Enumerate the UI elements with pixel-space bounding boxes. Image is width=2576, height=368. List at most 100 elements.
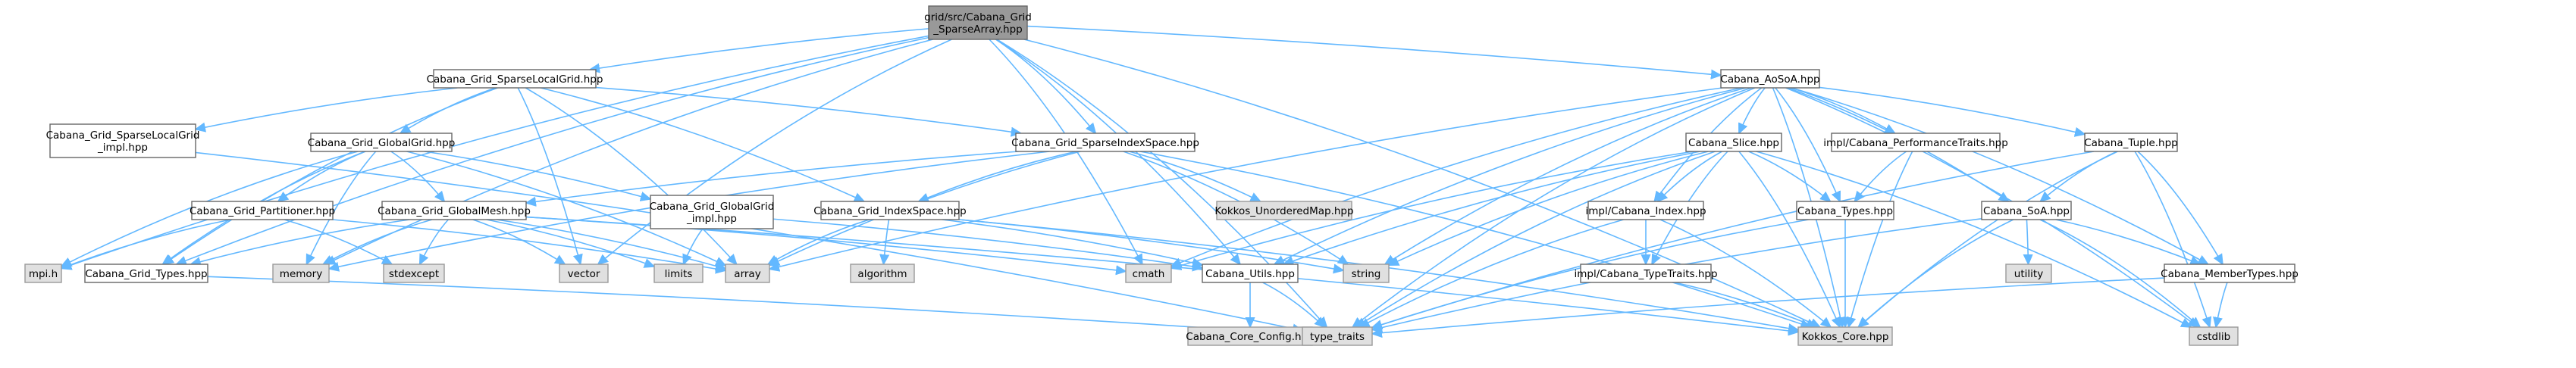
node-mpi: mpi.h — [24, 264, 62, 283]
edge-aosoa-to-cmath — [1171, 87, 1741, 267]
edge-sparselocalgrid-to-indexspace — [540, 87, 864, 201]
edge-sparselocalgrid-to-grid_types — [164, 87, 498, 264]
node-box-string — [1343, 264, 1390, 283]
node-box-typetraits_impl — [1580, 264, 1712, 283]
node-label-sparselocalgrid-0: Cabana_Grid_SparseLocalGrid.hpp — [427, 73, 603, 86]
node-label-aosoa-0: Cabana_AoSoA.hpp — [1720, 73, 1819, 86]
node-label-memory-0: memory — [280, 268, 322, 280]
edge-globalgrid-to-mpi — [61, 151, 359, 267]
node-box-cabana_types — [1796, 201, 1894, 220]
node-box-indexspace — [820, 201, 960, 220]
edge-globalgrid-to-grid_types — [163, 151, 365, 264]
node-perftraits[interactable]: impl/Cabana_PerformanceTraits.hpp — [1823, 133, 2008, 152]
edge-root-to-memory — [325, 39, 933, 264]
node-root[interactable]: grid/src/Cabana_Grid_SparseArray.hpp — [924, 5, 1032, 40]
node-box-cstdlib — [2189, 326, 2239, 346]
node-label-core_config-0: Cabana_Core_Config.hpp — [1186, 331, 1314, 343]
node-impl_index[interactable]: impl/Cabana_Index.hpp — [1585, 201, 1706, 220]
node-utils[interactable]: Cabana_Utils.hpp — [1202, 264, 1299, 283]
edge-globalgrid-to-array — [406, 151, 725, 266]
node-box-core_config — [1187, 326, 1313, 346]
node-box-limits — [653, 264, 704, 283]
edge-sparselocalgrid-to-sparselocalgrid_impl — [196, 87, 458, 129]
edge-slice-to-type_traits — [1356, 151, 1716, 327]
node-globalgrid[interactable]: Cabana_Grid_GlobalGrid.hpp — [308, 133, 456, 152]
node-label-mpi-0: mpi.h — [29, 268, 58, 280]
node-box-utility — [2005, 264, 2052, 283]
edge-sparselocalgrid-to-sparseindexspace — [595, 86, 1021, 133]
node-label-cabana_types-0: Cabana_Types.hpp — [1797, 205, 1893, 217]
node-label-vector-0: vector — [568, 268, 600, 280]
node-cabana_types[interactable]: Cabana_Types.hpp — [1796, 201, 1894, 220]
node-label-globalgrid_impl-1: _impl.hpp — [686, 213, 737, 225]
edge-slice-to-string — [1389, 151, 1709, 265]
node-core_config: Cabana_Core_Config.hpp — [1186, 326, 1315, 346]
node-label-utility-0: utility — [2014, 268, 2043, 280]
edge-soa-to-kokkos_core — [1858, 219, 2014, 327]
node-label-membertypes-0: Cabana_MemberTypes.hpp — [2161, 268, 2299, 280]
node-box-array — [725, 264, 770, 283]
edge-globalmesh-to-vector — [472, 219, 566, 264]
node-label-perftraits-0: impl/Cabana_PerformanceTraits.hpp — [1823, 137, 2008, 149]
node-typetraits_impl[interactable]: impl/Cabana_TypeTraits.hpp — [1574, 264, 1718, 283]
node-box-grid_types — [84, 264, 208, 283]
node-box-globalgrid_impl — [650, 195, 774, 229]
edge-slice-to-cabana_types — [1748, 151, 1831, 201]
node-label-typetraits_impl-0: impl/Cabana_TypeTraits.hpp — [1574, 268, 1717, 280]
node-sparselocalgrid_impl[interactable]: Cabana_Grid_SparseLocalGrid_impl.hpp — [46, 123, 200, 158]
edge-utils-to-type_traits — [1262, 282, 1325, 327]
node-label-algorithm-0: algorithm — [857, 268, 907, 280]
node-globalgrid_impl[interactable]: Cabana_Grid_GlobalGrid_impl.hpp — [650, 195, 775, 229]
edge-aosoa-to-utils — [1274, 87, 1747, 264]
node-partitioner[interactable]: Cabana_Grid_Partitioner.hpp — [190, 201, 335, 220]
edge-globalgrid-to-globalgrid_impl — [424, 151, 650, 199]
node-box-partitioner — [191, 201, 334, 220]
node-grid_types[interactable]: Cabana_Grid_Types.hpp — [84, 264, 208, 283]
node-string: string — [1343, 264, 1390, 283]
edge-root-to-mpi — [61, 35, 929, 268]
node-box-impl_index — [1587, 201, 1704, 220]
node-label-utils-0: Cabana_Utils.hpp — [1205, 268, 1295, 280]
node-membertypes[interactable]: Cabana_MemberTypes.hpp — [2161, 264, 2299, 283]
edge-globalgrid-to-partitioner — [278, 151, 366, 201]
node-label-soa-0: Cabana_SoA.hpp — [1983, 205, 2070, 217]
edge-impl_index-to-kokkos_core — [1659, 219, 1831, 327]
edge-aosoa-to-slice — [1739, 87, 1766, 133]
node-label-cmath-0: cmath — [1133, 268, 1165, 280]
node-aosoa[interactable]: Cabana_AoSoA.hpp — [1720, 69, 1820, 89]
node-sparselocalgrid[interactable]: Cabana_Grid_SparseLocalGrid.hpp — [427, 69, 603, 89]
edge-aosoa-to-cstdlib — [1785, 87, 2198, 327]
node-tuple[interactable]: Cabana_Tuple.hpp — [2084, 133, 2178, 152]
node-label-type_traits-0: type_traits — [1310, 331, 1365, 343]
node-type_traits: type_traits — [1302, 326, 1373, 346]
node-box-globalgrid — [310, 133, 453, 152]
node-box-kokkos_unordered — [1216, 201, 1352, 220]
node-label-slice-0: Cabana_Slice.hpp — [1688, 137, 1779, 149]
edge-globalmesh-to-array — [496, 219, 725, 269]
edge-tuple-to-cstdlib — [2134, 151, 2210, 327]
node-box-soa — [1981, 201, 2072, 220]
edge-globalgrid-to-globalmesh — [390, 151, 444, 201]
node-box-aosoa — [1720, 69, 1820, 89]
node-label-grid_types-0: Cabana_Grid_Types.hpp — [85, 268, 207, 280]
node-soa[interactable]: Cabana_SoA.hpp — [1981, 201, 2072, 220]
node-box-sparselocalgrid_impl — [49, 123, 196, 158]
node-box-vector — [559, 264, 609, 283]
node-utility: utility — [2005, 264, 2052, 283]
node-label-impl_index-0: impl/Cabana_Index.hpp — [1585, 205, 1706, 217]
node-slice[interactable]: Cabana_Slice.hpp — [1685, 133, 1782, 152]
edge-partitioner-to-mpi — [61, 219, 231, 268]
edge-membertypes-to-type_traits — [1372, 277, 2165, 334]
node-label-stdexcept-0: stdexcept — [389, 268, 439, 280]
node-sparseindexspace[interactable]: Cabana_Grid_SparseIndexSpace.hpp — [1011, 133, 1199, 152]
edge-sparselocalgrid-to-array — [525, 87, 736, 264]
node-globalmesh[interactable]: Cabana_Grid_GlobalMesh.hpp — [378, 201, 531, 220]
node-box-utils — [1202, 264, 1299, 283]
node-kokkos_unordered: Kokkos_UnorderedMap.hpp — [1214, 201, 1354, 220]
node-label-sparselocalgrid_impl-1: _impl.hpp — [97, 142, 148, 154]
node-label-indexspace-0: Cabana_Grid_IndexSpace.hpp — [813, 205, 967, 217]
dependency-nodes: grid/src/Cabana_Grid_SparseArray.hppCaba… — [24, 5, 2299, 346]
edge-sparselocalgrid_impl-to-type_traits — [195, 151, 1302, 330]
node-indexspace[interactable]: Cabana_Grid_IndexSpace.hpp — [813, 201, 967, 220]
edge-aosoa-to-kokkos_core — [1772, 87, 1842, 327]
